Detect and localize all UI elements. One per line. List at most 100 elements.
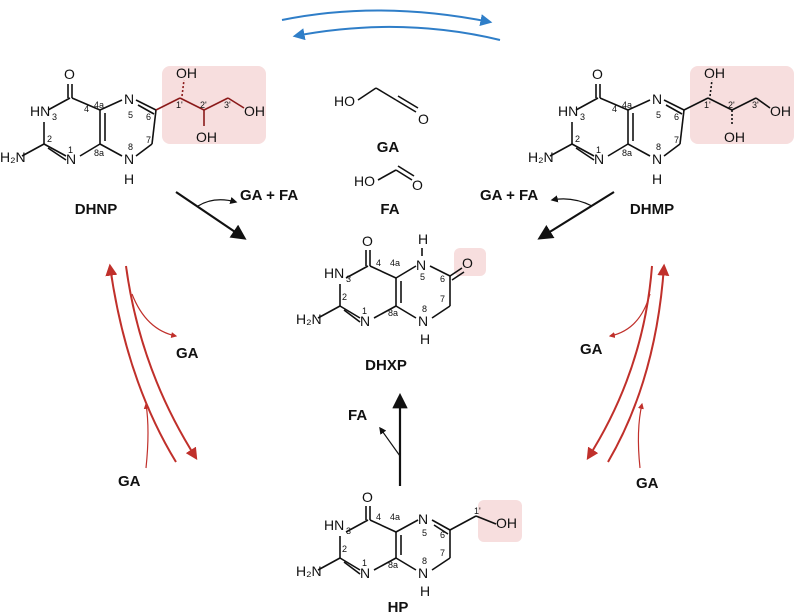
hp-num-8a: 8a	[388, 560, 398, 570]
dhnp-num-4a: 4a	[94, 100, 104, 110]
dhmp-num-7: 7	[674, 135, 679, 145]
hp-num-1: 1	[362, 558, 367, 568]
hp-atom-n1: N	[360, 565, 370, 581]
dhxp-label: DHXP	[365, 357, 407, 374]
side-product-ga-left-in: GA	[118, 473, 141, 490]
dhxp-num-4a: 4a	[390, 258, 400, 268]
hp-num-6: 6	[440, 530, 445, 540]
dhmp-num-4: 4	[612, 104, 617, 114]
ga-label: GA	[377, 139, 400, 156]
side-product-ga-fa-right: GA + FA	[480, 187, 538, 204]
dhnp-atom-oh3: OH	[244, 103, 265, 119]
dhmp-label: DHMP	[630, 201, 674, 218]
hp-atom-n5: N	[418, 511, 428, 527]
dhmp-num-8: 8	[656, 142, 661, 152]
left-red-equilibrium	[105, 263, 198, 469]
dhnp-num-5: 5	[128, 110, 133, 120]
dhnp-atom-n5: N	[124, 91, 134, 107]
dhnp-atom-n1: N	[66, 151, 76, 167]
hp-num-5: 5	[422, 528, 427, 538]
dhnp-label: DHNP	[75, 201, 118, 218]
side-product-ga-right-in: GA	[636, 475, 659, 492]
dhxp-num-7: 7	[440, 294, 445, 304]
ga-atom-o: O	[418, 111, 429, 127]
dhnp-num-2p: 2'	[200, 100, 207, 110]
dhxp-num-8a: 8a	[388, 308, 398, 318]
dhmp-num-1: 1	[596, 145, 601, 155]
dhmp-atom-h2n: H₂N	[528, 149, 554, 165]
dhmp-num-8a: 8a	[622, 148, 632, 158]
dhnp-atom-hn: HN	[30, 103, 50, 119]
hp-label: HP	[388, 599, 409, 616]
dhmp-num-6: 6	[674, 112, 679, 122]
dhxp-structure: O HN 3 2 H₂N N 1 4 4a 8a N H 5 6 O 7 N 8	[296, 231, 486, 347]
hp-num-3: 3	[346, 526, 351, 536]
hp-sidechain-highlight	[478, 500, 522, 542]
dhxp-num-5: 5	[420, 272, 425, 282]
fa-atom-o: O	[412, 177, 423, 193]
dhnp-atom-oh1: OH	[176, 65, 197, 81]
dhxp-atom-n8: N	[418, 313, 428, 329]
hp-atom-h2n: H₂N	[296, 563, 322, 579]
hp-atom-n8: N	[418, 565, 428, 581]
dhxp-atom-o6: O	[462, 255, 473, 271]
dhnp-atom-n8: N	[124, 151, 134, 167]
dhnp-atom-h8: H	[124, 171, 134, 187]
fa-molecule: HO O FA	[354, 165, 423, 218]
hp-atom-h8: H	[420, 583, 430, 599]
dhnp-to-dhxp-arrow	[175, 191, 247, 240]
dhmp-num-4a: 4a	[622, 100, 632, 110]
side-product-fa-hp: FA	[348, 407, 367, 424]
dhmp-atom-oh1: OH	[704, 65, 725, 81]
dhmp-structure: O HN 3 2 H₂N N 1 4 4a 8a N 5 6 7 N 8 H 1…	[528, 65, 794, 187]
hp-structure: O HN 3 2 H₂N N 1 4 4a 8a N 5 6 7 N 8 H 1…	[296, 489, 522, 599]
dhnp-num-8: 8	[128, 142, 133, 152]
dhmp-num-1p: 1'	[704, 100, 711, 110]
dhmp-atom-h8: H	[652, 171, 662, 187]
hp-num-4: 4	[376, 512, 381, 522]
ga-atom-ho: HO	[334, 93, 355, 109]
dhmp-atom-n5: N	[652, 91, 662, 107]
dhxp-atom-hn: HN	[324, 265, 344, 281]
dhnp-num-8a: 8a	[94, 148, 104, 158]
dhnp-num-1p: 1'	[176, 100, 183, 110]
dhmp-to-dhxp-arrow	[537, 191, 615, 240]
blue-equilibrium-arrows	[281, 9, 501, 41]
dhmp-atom-n8: N	[652, 151, 662, 167]
dhnp-num-2: 2	[47, 134, 52, 144]
dhxp-num-1: 1	[362, 306, 367, 316]
dhmp-num-3: 3	[580, 112, 585, 122]
fa-label: FA	[380, 201, 399, 218]
hp-to-dhxp-arrow	[379, 392, 408, 486]
side-product-ga-fa-left: GA + FA	[240, 187, 298, 204]
hp-atom-hn: HN	[324, 517, 344, 533]
dhmp-atom-n1: N	[594, 151, 604, 167]
side-product-ga-left-out: GA	[176, 345, 199, 362]
dhmp-atom-oh3: OH	[770, 103, 791, 119]
dhmp-num-5: 5	[656, 110, 661, 120]
dhxp-atom-n5: N	[416, 257, 426, 273]
dhnp-num-7: 7	[146, 135, 151, 145]
dhnp-structure: O HN 3 2 H₂N N 1 4 4a 8a N 5 6 7 N 8 H	[0, 65, 266, 187]
hp-num-7: 7	[440, 548, 445, 558]
dhxp-num-4: 4	[376, 258, 381, 268]
dhxp-num-2: 2	[342, 292, 347, 302]
dhxp-atom-o4: O	[362, 233, 373, 249]
dhmp-num-2: 2	[575, 134, 580, 144]
dhnp-num-4: 4	[84, 104, 89, 114]
dhmp-num-2p: 2'	[728, 100, 735, 110]
dhxp-atom-h5: H	[418, 231, 428, 247]
dhnp-num-3: 3	[52, 112, 57, 122]
dhnp-atom-oh2: OH	[196, 129, 217, 145]
hp-num-2: 2	[342, 544, 347, 554]
dhxp-num-3: 3	[346, 274, 351, 284]
hp-atom-o: O	[362, 489, 373, 505]
dhxp-num-8: 8	[422, 304, 427, 314]
dhnp-atom-h2n: H₂N	[0, 149, 26, 165]
dhnp-atom-o: O	[64, 66, 75, 82]
hp-num-4a: 4a	[390, 512, 400, 522]
hp-num-1p: 1'	[474, 506, 481, 516]
dhnp-num-3p: 3'	[224, 100, 231, 110]
dhmp-atom-o: O	[592, 66, 603, 82]
